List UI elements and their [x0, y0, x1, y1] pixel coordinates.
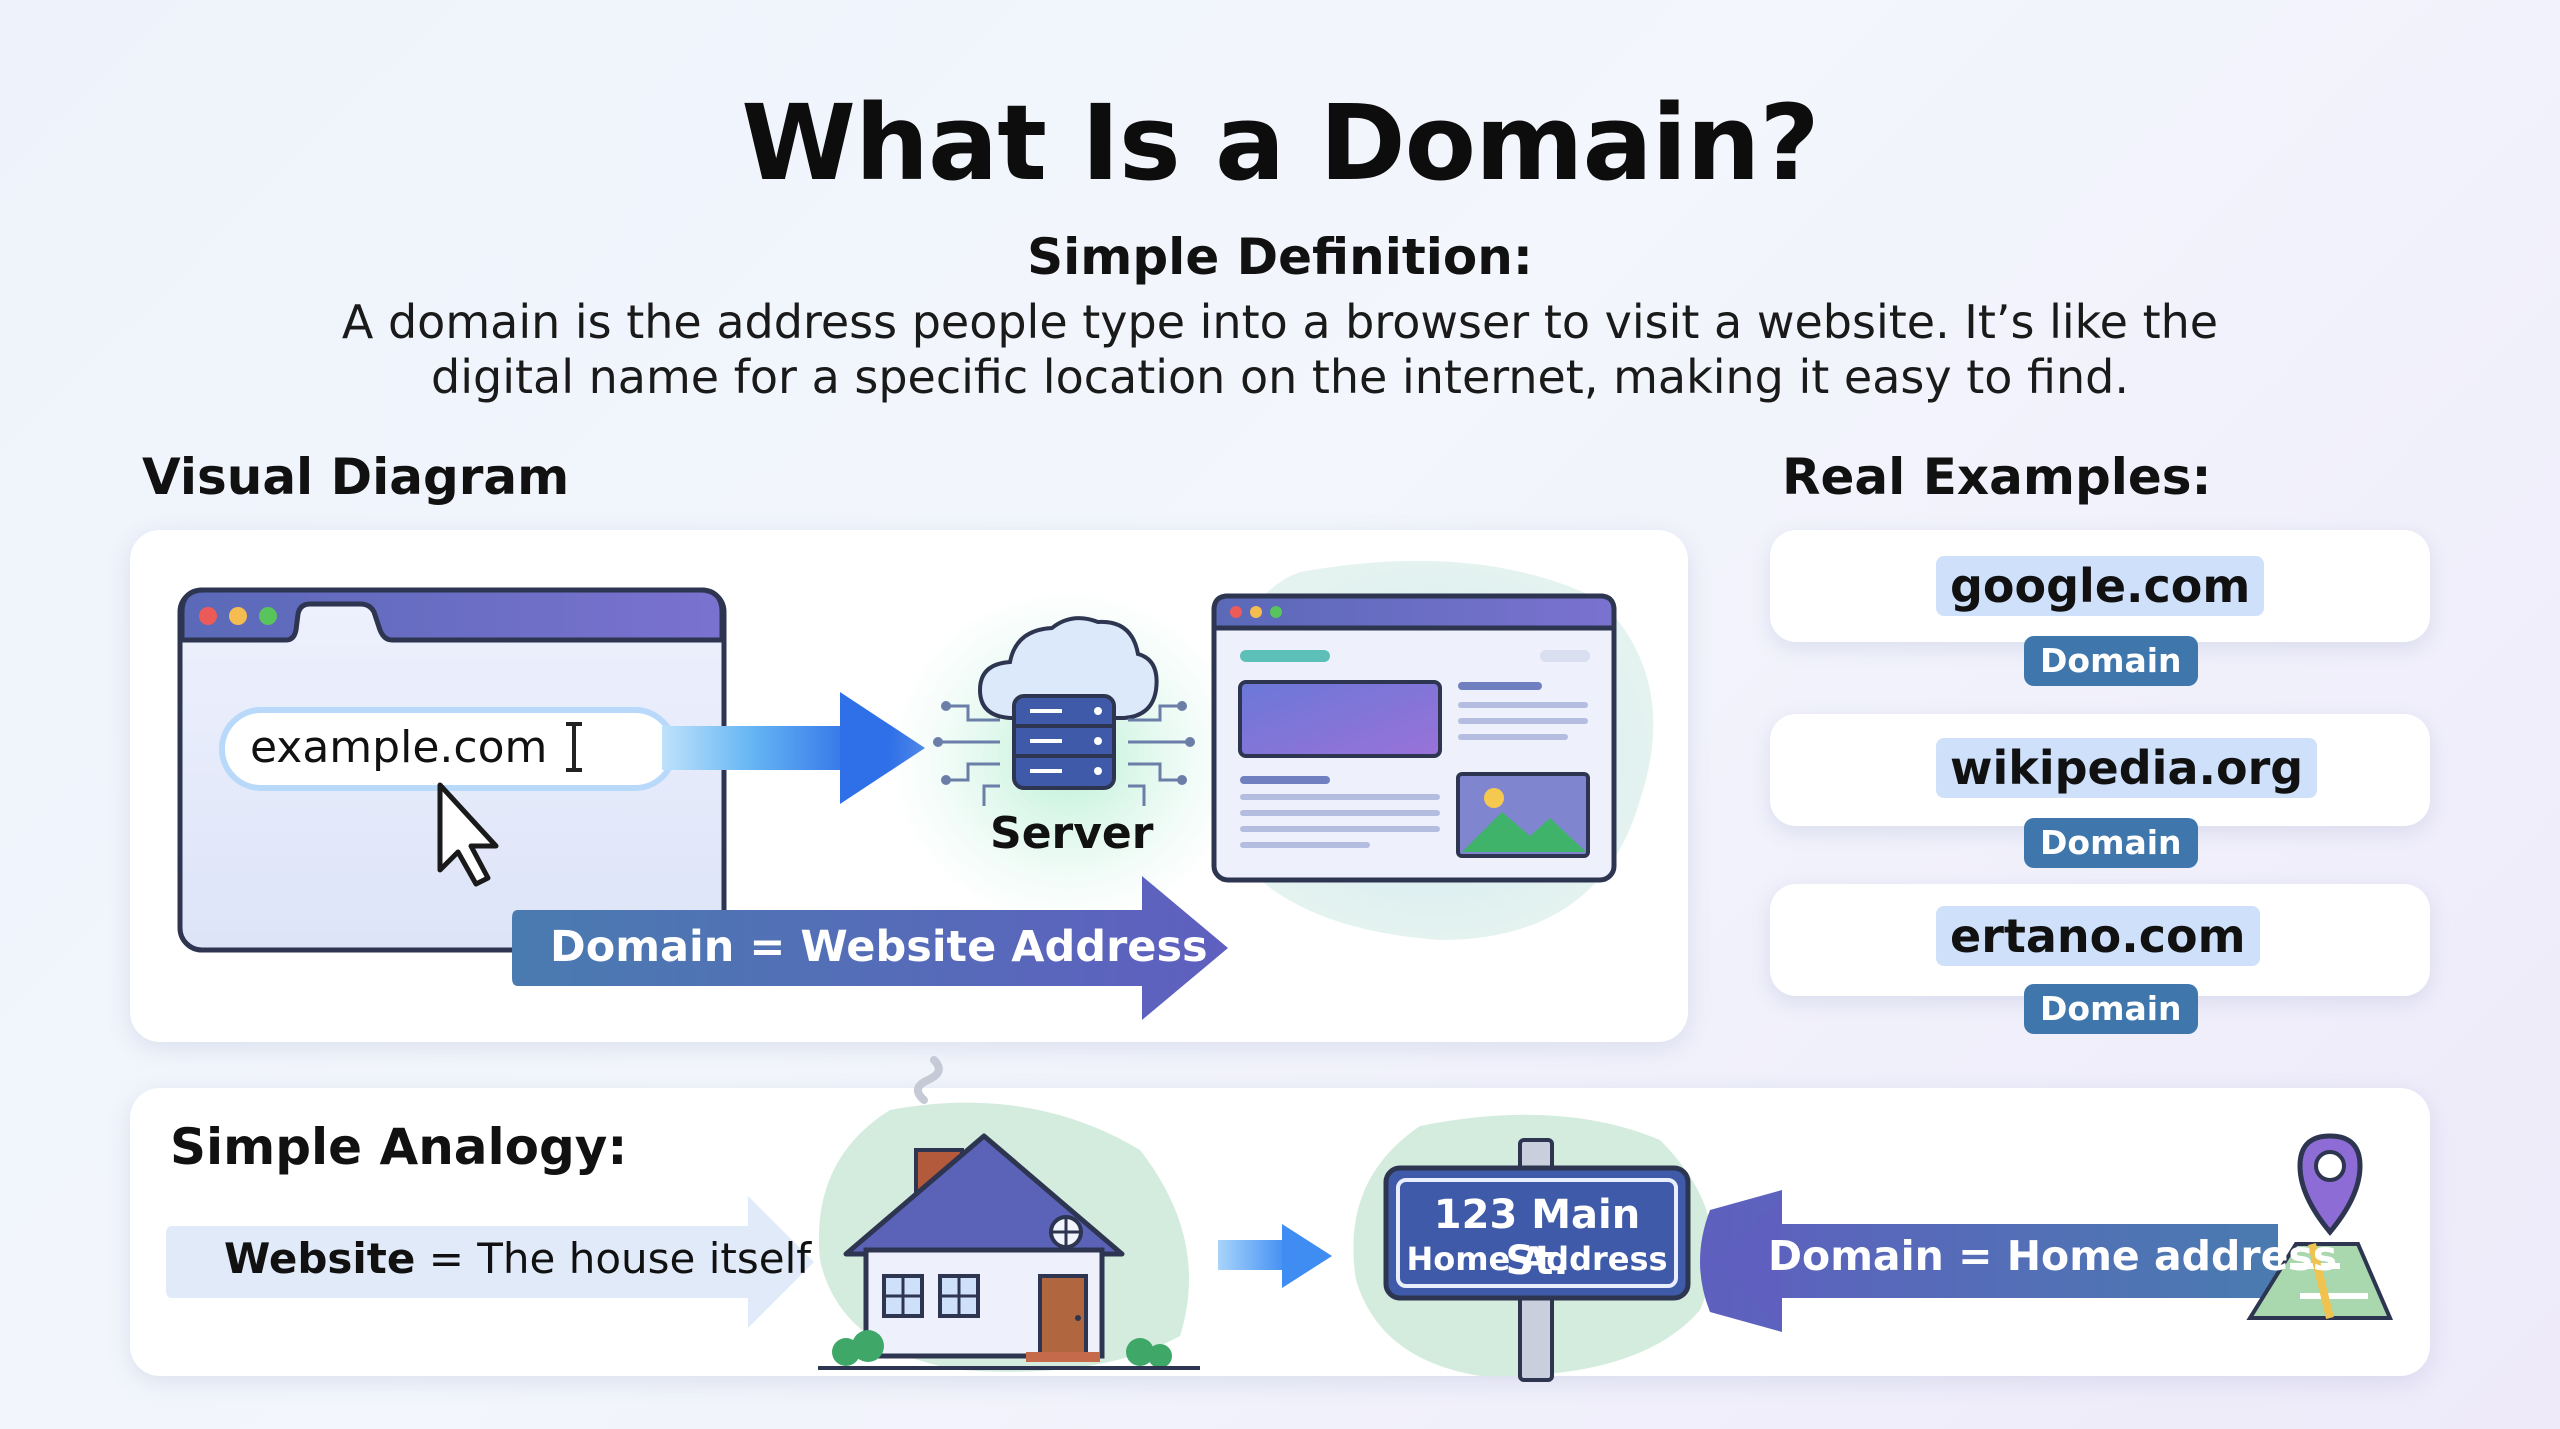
server-label: Server: [990, 808, 1154, 859]
domain-home-arrow-tip: [1714, 1196, 1782, 1328]
domain-badge: Domain: [2024, 984, 2198, 1034]
website-arrow-label-bg: [166, 1196, 814, 1328]
map-pin-icon: [2246, 1133, 2394, 1320]
diagram-heading: Visual Diagram: [142, 448, 570, 506]
example-domain-ertano[interactable]: ertano.com: [1936, 906, 2260, 966]
definition-text: A domain is the address people type into…: [341, 295, 2219, 404]
domain-badge: Domain: [2024, 636, 2198, 686]
domain-badge: Domain: [2024, 818, 2198, 868]
website-definition: = The house itself: [415, 1234, 812, 1283]
domain-banner-label: Domain = Website Address: [550, 922, 1208, 972]
website-term: Website: [224, 1234, 416, 1283]
request-arrow: [662, 692, 925, 804]
domain-home-arrow: [1700, 1190, 2278, 1332]
sign-line1: 123 Main St.: [1433, 1192, 1641, 1284]
website-analogy-label: Website = The house itself: [224, 1234, 811, 1283]
domain-home-label: Domain = Home address: [1768, 1232, 2338, 1280]
examples-heading: Real Examples:: [1782, 448, 2212, 506]
text-cursor-icon: [566, 722, 582, 772]
sign-line2: Home Address: [1406, 1240, 1668, 1278]
definition-heading: Simple Definition:: [1027, 228, 1533, 286]
analogy-heading: Simple Analogy:: [170, 1118, 628, 1176]
website-window-icon: [1211, 593, 1617, 883]
small-arrow: [1218, 1224, 1332, 1288]
example-domain-google[interactable]: google.com: [1936, 556, 2265, 616]
street-sign-icon: [1383, 1138, 1691, 1382]
page-title: What Is a Domain?: [741, 82, 1819, 204]
server-cloud-icon: [933, 616, 1195, 806]
domain-banner-arrow: [512, 876, 1228, 1020]
mouse-pointer-icon: [437, 782, 499, 887]
domain-address-text[interactable]: example.com: [250, 722, 548, 773]
example-domain-wikipedia[interactable]: wikipedia.org: [1936, 738, 2318, 798]
house-icon: [818, 1056, 1200, 1370]
